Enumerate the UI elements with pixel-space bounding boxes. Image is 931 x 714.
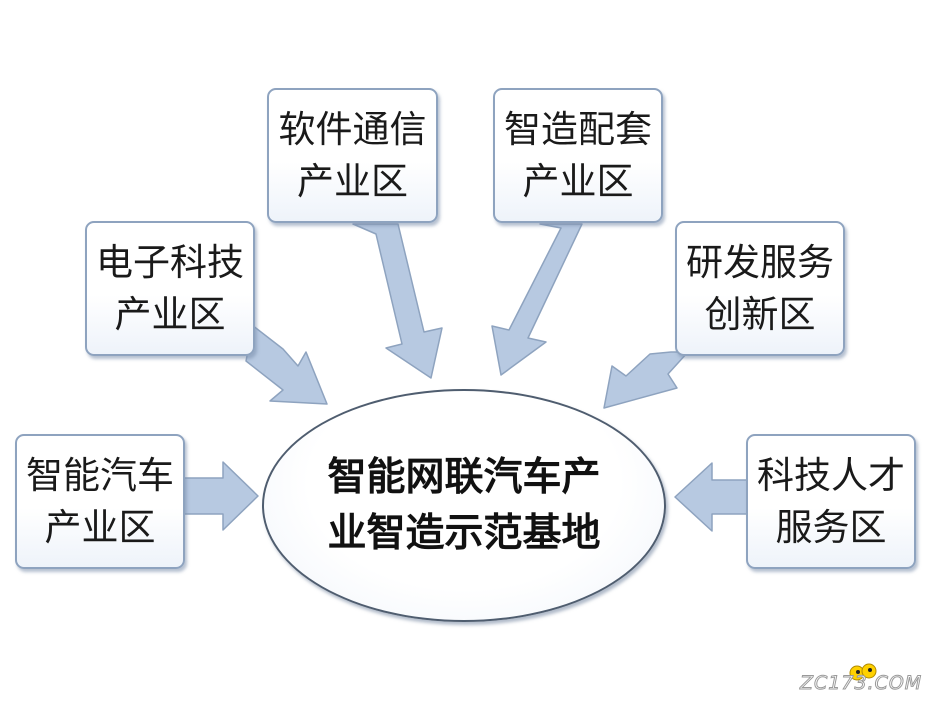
- box-smart-auto: 智能汽车 产业区: [15, 434, 185, 569]
- box-label-line2: 产业区: [114, 292, 226, 336]
- arrow-software-to-center: [352, 223, 443, 379]
- watermark-text: ZC173.COM: [799, 672, 923, 695]
- box-rd-services: 研发服务 创新区: [675, 221, 845, 356]
- box-label-line1: 智造配套: [504, 107, 652, 151]
- box-electronics-tech: 电子科技 产业区: [85, 221, 255, 356]
- center-ellipse: 智能网联汽车产 业智造示范基地: [262, 389, 666, 622]
- box-label-line2: 产业区: [297, 159, 408, 203]
- box-label-line1: 科技人才: [757, 453, 905, 497]
- arrow-electronics-to-center: [245, 324, 328, 405]
- arrow-rd-to-center: [603, 351, 689, 409]
- arrow-manufacturing-to-center: [491, 223, 583, 376]
- box-smart-manufacturing: 智造配套 产业区: [493, 88, 663, 223]
- arrow-auto-to-center: [183, 461, 259, 531]
- box-label-line2: 产业区: [44, 505, 156, 549]
- box-label-line1: 软件通信: [278, 107, 427, 151]
- watermark-logo-icon: [849, 663, 877, 681]
- arrow-talent-to-center: [674, 462, 749, 532]
- box-label-line1: 电子科技: [96, 240, 244, 284]
- box-label-line2: 产业区: [522, 159, 634, 203]
- box-label-line2: 服务区: [775, 505, 887, 549]
- box-label-line2: 创新区: [704, 292, 816, 336]
- center-label-line2: 业智造示范基地: [327, 510, 601, 556]
- box-software-communication: 软件通信 产业区: [267, 88, 438, 223]
- box-label-line1: 智能汽车: [26, 453, 174, 497]
- center-label-line1: 智能网联汽车产: [327, 454, 601, 500]
- box-label-line1: 研发服务: [686, 240, 834, 284]
- box-talent-services: 科技人才 服务区: [746, 434, 916, 569]
